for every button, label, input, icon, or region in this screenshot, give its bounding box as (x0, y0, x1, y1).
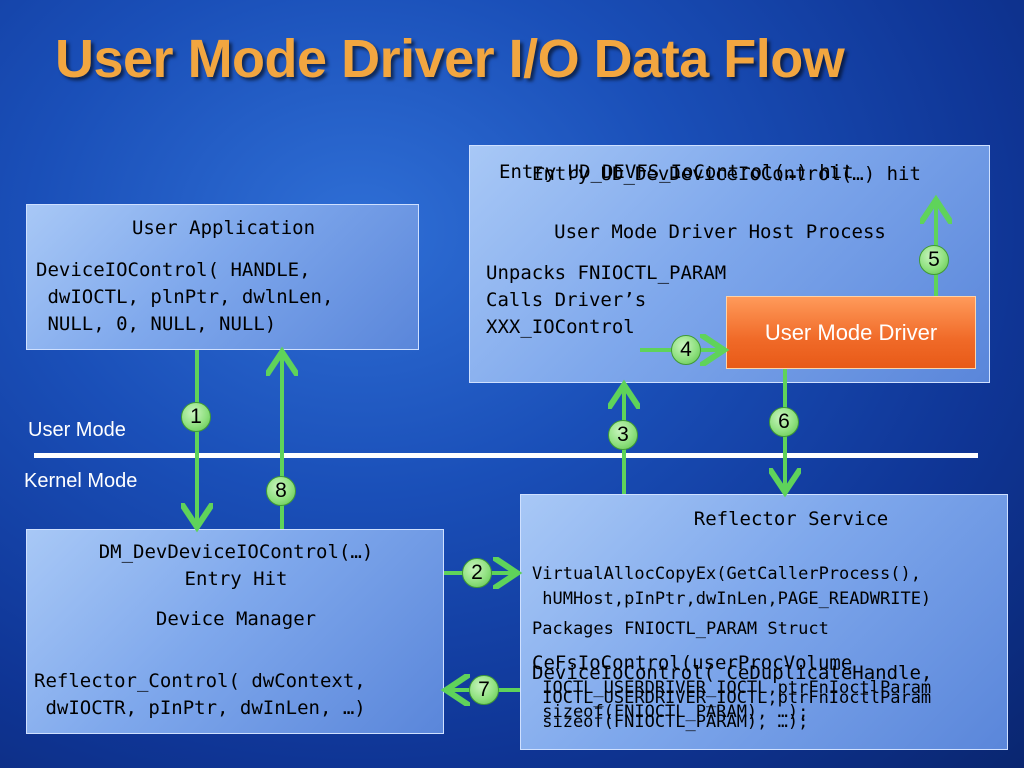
user-application-call-line-1: DeviceIOControl( HANDLE, (36, 259, 311, 281)
device-manager-entry-line-2: Entry Hit (184, 568, 288, 590)
user-mode-driver-box: User Mode Driver (726, 296, 976, 369)
host-line-1: Unpacks FNIOCTL_PARAM (486, 262, 727, 284)
mode-divider (34, 453, 978, 458)
reflector-overlay-b-line-2: IOCTL_USERDRIVER_IOCTL,ptrFnIoctlParam (532, 688, 932, 708)
reflector-packages-line: Packages FNIOCTL_PARAM Struct (532, 619, 829, 639)
user-mode-label: User Mode (28, 419, 126, 441)
slide-title: User Mode Driver I/O Data Flow (55, 29, 845, 89)
device-manager-call-line-1: Reflector_Control( dwContext, (34, 670, 366, 692)
user-application-box: User Application DeviceIOControl( HANDLE… (26, 204, 419, 350)
reflector-overlay-a-line-3: sizeof(FNIOCTL_PARAM), …); (532, 702, 809, 722)
user-mode-driver-label: User Mode Driver (764, 319, 938, 345)
step-badge-4: 4 (671, 335, 701, 365)
reflector-alloc-line-2: hUMHost,pInPtr,dwInLen,PAGE_READWRITE) (532, 589, 932, 609)
reflector-heading: Reflector Service (693, 508, 889, 530)
host-entry-line-a: Entry UD_DEVFS_IoControl(…) hit (499, 161, 854, 183)
host-line-2: Calls Driver’s (486, 289, 647, 311)
host-process-heading: User Mode Driver Host Process (554, 221, 886, 243)
host-line-3: XXX_IOControl (486, 316, 635, 338)
device-manager-heading: Device Manager (155, 608, 317, 630)
reflector-overlay-a-line-2: IOCTL_USERDRIVER_IOCTL,ptrFnIoctlParam (532, 678, 932, 698)
step-badge-3: 3 (608, 420, 638, 450)
reflector-overlay-a-line-1: CeFsIoControl(userProcVolume (532, 652, 853, 674)
device-manager-entry-line-1: DM_DevDeviceIOControl(…) (98, 541, 374, 563)
reflector-overlay-b-line-3: sizeof(FNIOCTL_PARAM), …); (532, 712, 809, 732)
user-application-call-line-3: NULL, 0, NULL, NULL) (36, 313, 277, 335)
host-entry-line-b: Entry UD_DevDeviceIoControl(…) hit (532, 163, 921, 185)
step-badge-2: 2 (462, 558, 492, 588)
device-manager-call-line-2: dwIOCTR, pInPtr, dwInLen, …) (34, 697, 366, 719)
user-application-call-line-2: dwIOCTL, plnPtr, dwlnLen, (36, 286, 334, 308)
step-badge-1: 1 (181, 402, 211, 432)
device-manager-box: DM_DevDeviceIOControl(…) Entry Hit Devic… (26, 529, 444, 734)
user-application-heading: User Application (131, 217, 316, 239)
reflector-overlay-b-line-1: DeviceIoControl( CeDuplicateHandle, (532, 662, 933, 684)
reflector-service-box: Reflector Service VirtualAllocCopyEx(Get… (520, 494, 1008, 750)
reflector-alloc-line-1: VirtualAllocCopyEx(GetCallerProcess(), (532, 564, 921, 584)
step-badge-5: 5 (919, 245, 949, 275)
step-badge-8: 8 (266, 476, 296, 506)
step-badge-6: 6 (769, 407, 799, 437)
kernel-mode-label: Kernel Mode (24, 470, 138, 492)
step-badge-7: 7 (469, 675, 499, 705)
